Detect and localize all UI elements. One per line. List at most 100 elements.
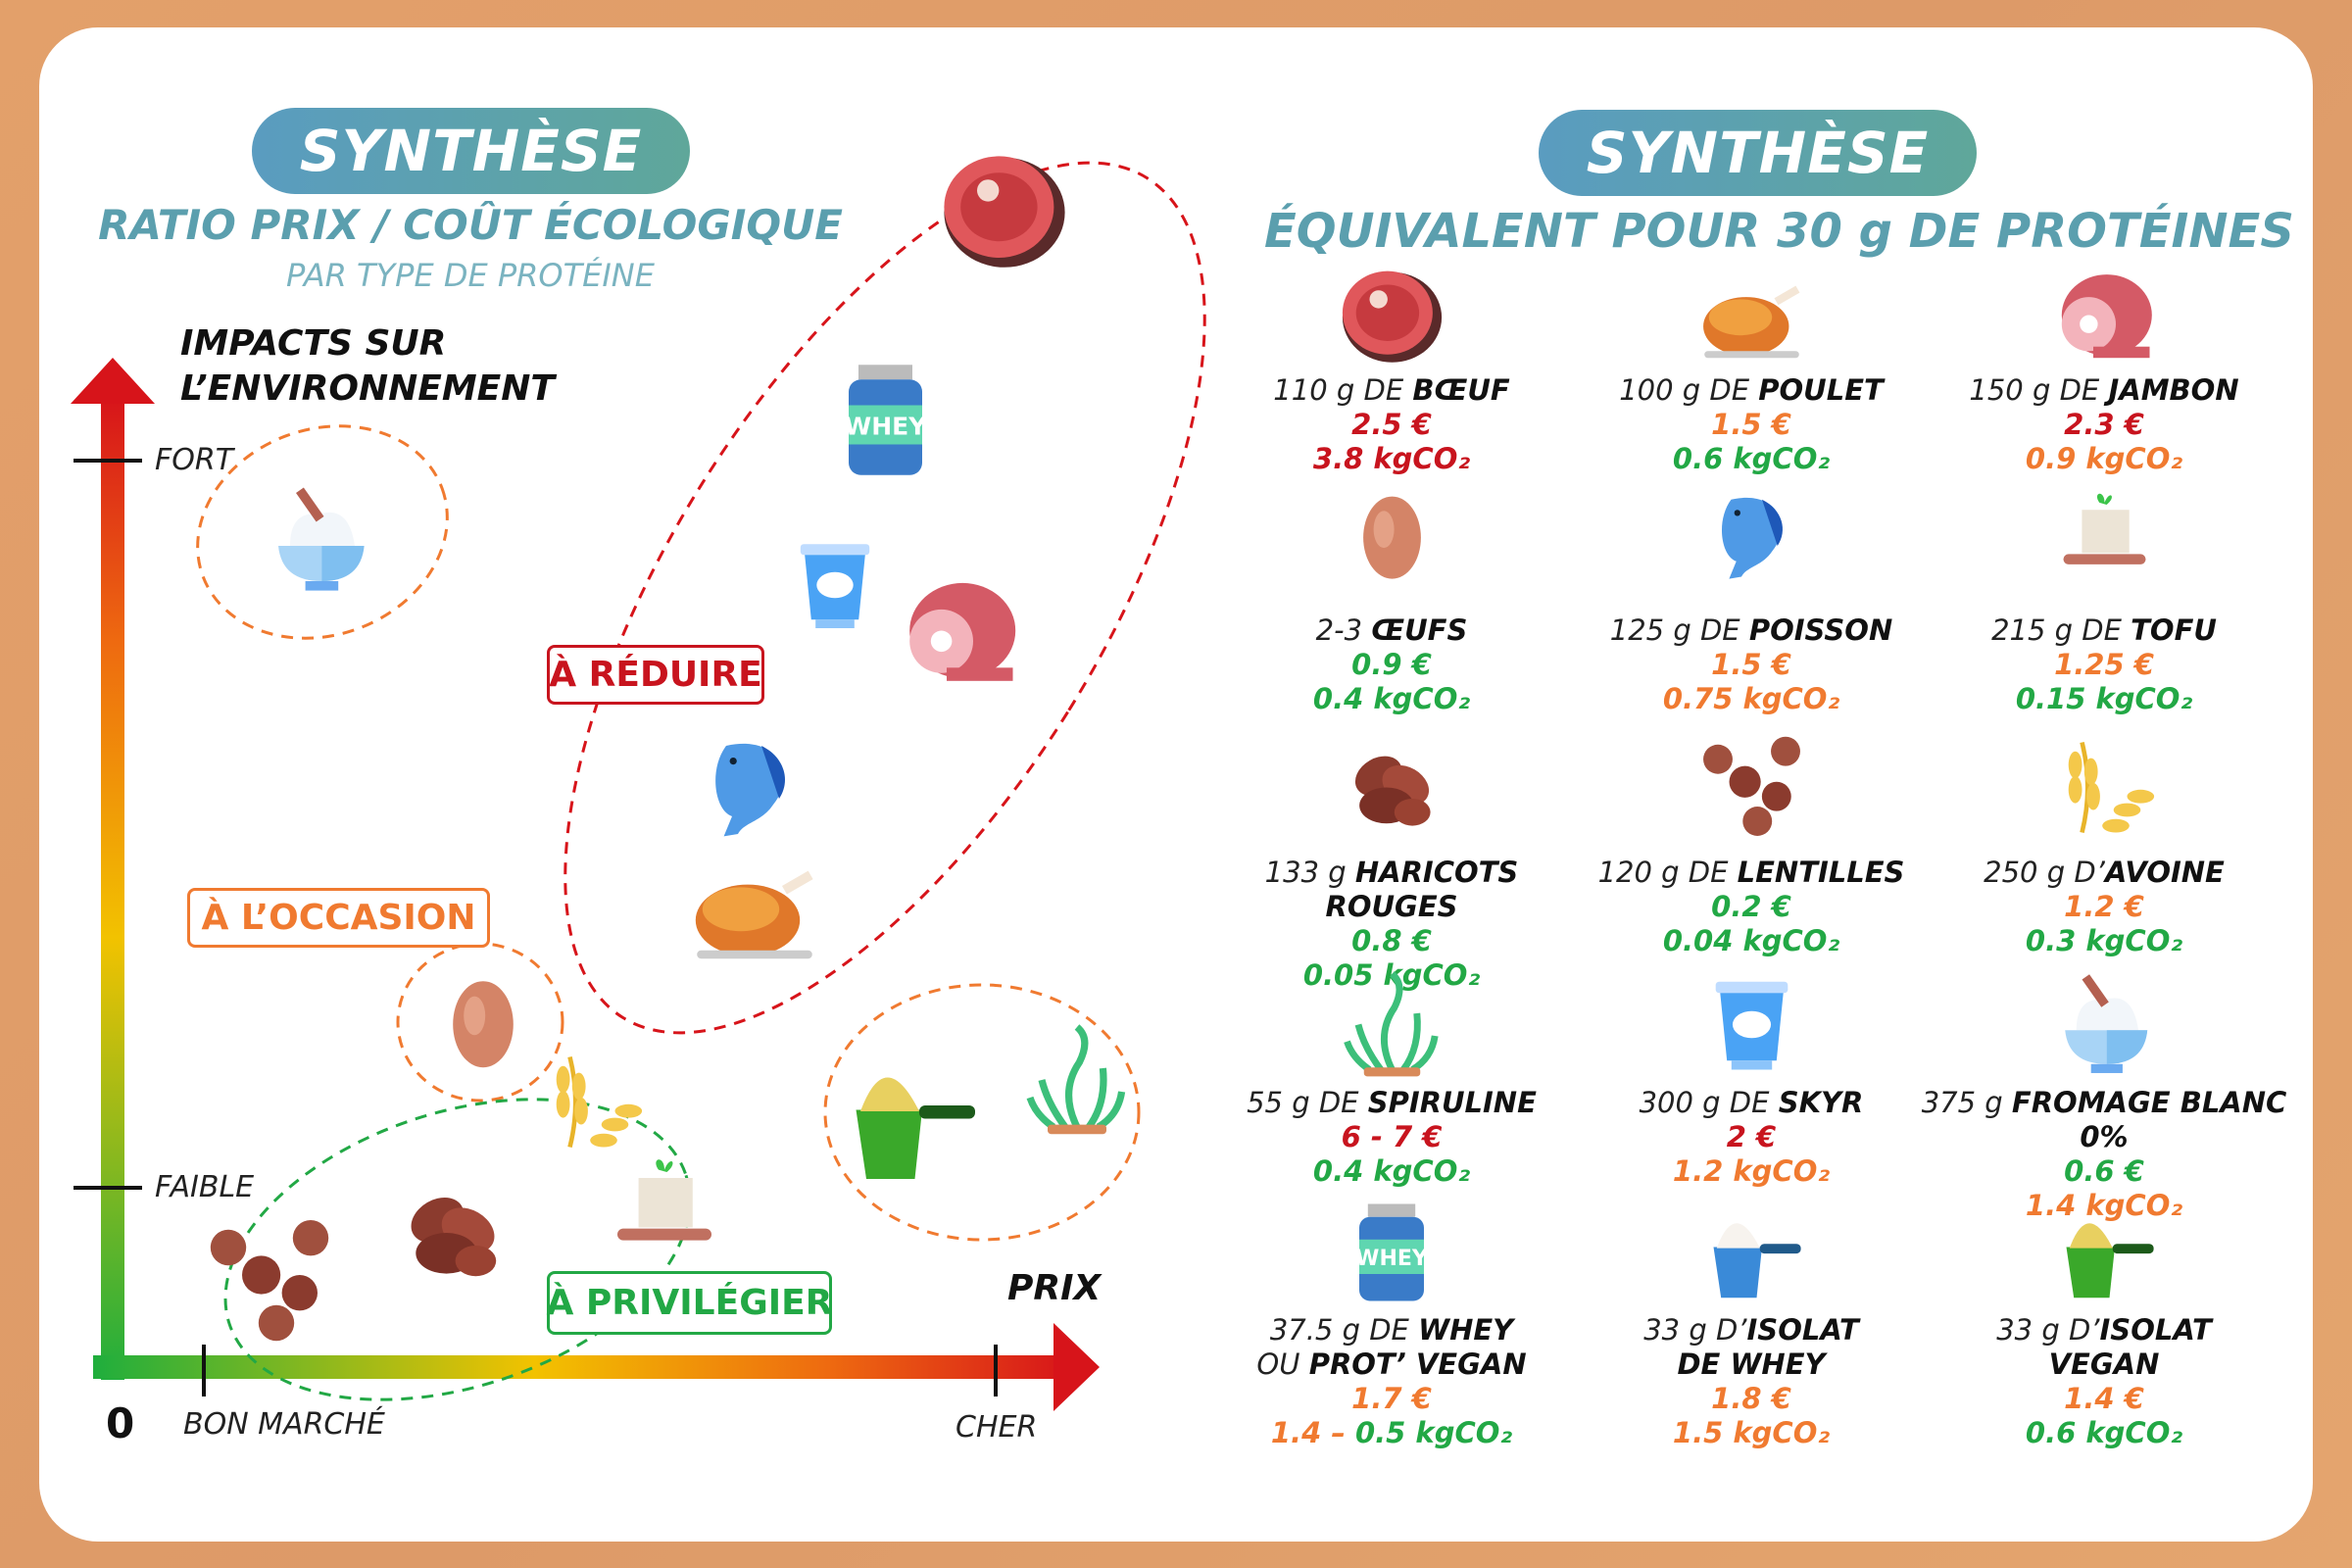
ham-icon — [894, 564, 1026, 697]
item-quantity: OU — [1256, 1348, 1309, 1381]
item-food-name: ISOLAT — [2099, 1313, 2212, 1347]
item-name-line: 37.5 g DE WHEY — [1196, 1313, 1588, 1348]
x-label-cher: CHER — [956, 1410, 1038, 1445]
y-label-faible: FAIBLE — [155, 1170, 255, 1204]
item-co2: 1.4 – 0.5 kgCO₂ — [1196, 1416, 1588, 1450]
item-quantity: 110 g DE — [1273, 373, 1413, 407]
item-co2-value: 0.15 kgCO₂ — [2015, 682, 2193, 715]
tag-a-privilegier: À PRIVILÉGIER — [547, 1271, 832, 1335]
steak-icon — [936, 141, 1073, 278]
item-quantity: 133 g — [1264, 856, 1355, 889]
item-name-line: 300 g DE SKYR — [1555, 1086, 1947, 1120]
item-price: 1.8 € — [1711, 1382, 1791, 1415]
svg-text:WHEY: WHEY — [1355, 1247, 1429, 1271]
item-co2: 0.15 kgCO₂ — [1908, 682, 2300, 716]
item-co2-value: 0.4 kgCO₂ — [1312, 1154, 1471, 1188]
fish-icon — [691, 728, 808, 846]
x-label-bon-marche: BON MARCHÉ — [183, 1407, 385, 1442]
spirulina-icon — [1336, 968, 1448, 1081]
right-title: ÉQUIVALENT POUR 30 g DE PROTÉINES — [1264, 204, 2294, 259]
infographic-card — [39, 27, 2313, 1542]
left-subtitle: PAR TYPE DE PROTÉINE — [286, 257, 655, 294]
y-axis-title-line2: L’ENVIRONNEMENT — [180, 368, 555, 409]
oat-icon — [2048, 731, 2161, 844]
item-food-name: PROT’ VEGAN — [1308, 1348, 1527, 1381]
item-co2-value: 3.8 kgCO₂ — [1312, 442, 1471, 475]
item-quantity: 120 g DE — [1597, 856, 1738, 889]
item-name-line: 250 g D’AVOINE — [1908, 856, 2300, 890]
item-price: 2.5 € — [1351, 408, 1432, 441]
item-name-line: 125 g DE POISSON — [1555, 613, 1947, 648]
item-name-line: VEGAN — [1908, 1348, 2300, 1382]
item-co2: 0.6 kgCO₂ — [1555, 442, 1947, 476]
item-food-name: BŒUF — [1412, 373, 1510, 407]
item-quantity: 125 g DE — [1609, 613, 1749, 647]
beans-icon — [1336, 731, 1448, 844]
item-quantity: 375 g — [1921, 1086, 2012, 1119]
favor-group-outline — [223, 1098, 692, 1401]
item-food-name: DE WHEY — [1677, 1348, 1826, 1381]
scoop-white-icon — [1697, 1199, 1805, 1306]
item-co2-value: 1.2 kgCO₂ — [1672, 1154, 1831, 1188]
item-quantity: 55 g DE — [1247, 1086, 1368, 1119]
item-co2-value: 1.4 kgCO₂ — [2025, 1189, 2183, 1222]
item-co2: 1.5 kgCO₂ — [1555, 1416, 1947, 1450]
item-food-name: VEGAN — [2048, 1348, 2160, 1381]
item-price: 1.5 € — [1711, 648, 1791, 681]
lentils-icon — [201, 1213, 338, 1350]
item-price: 0.8 € — [1351, 924, 1432, 957]
item-food-name: ISOLAT — [1746, 1313, 1859, 1347]
y-axis-title-line1: IMPACTS SUR — [180, 323, 447, 364]
item-food-name: JAMBON — [2108, 373, 2239, 407]
item-co2-value: 0.75 kgCO₂ — [1662, 682, 1840, 715]
item-name-line: 110 g DE BŒUF — [1196, 373, 1588, 408]
item-co2: 1.4 kgCO₂ — [1908, 1189, 2300, 1223]
item-price: 6 - 7 € — [1341, 1120, 1443, 1153]
y-label-fort: FORT — [155, 443, 234, 477]
item-name-line: 33 g D’ISOLAT — [1555, 1313, 1947, 1348]
item-name-line: 215 g DE TOFU — [1908, 613, 2300, 648]
lentils-icon — [1695, 731, 1808, 844]
item-food-name: POULET — [1758, 373, 1884, 407]
item-price: 1.5 € — [1711, 408, 1791, 441]
fromage-group-outline — [196, 424, 449, 640]
right-synthese-pill: SYNTHÈSE — [1539, 110, 1977, 196]
fish-icon — [1700, 484, 1803, 587]
ham-icon — [2048, 259, 2161, 371]
skyr-icon — [781, 531, 889, 639]
item-name-line: 33 g D’ISOLAT — [1908, 1313, 2300, 1348]
egg-icon — [429, 968, 537, 1076]
item-quantity: 33 g D’ — [1643, 1313, 1747, 1347]
item-co2-value: 0.4 kgCO₂ — [1312, 682, 1471, 715]
item-name-line: 55 g DE SPIRULINE — [1196, 1086, 1588, 1120]
tag-a-reduire: À RÉDUIRE — [547, 645, 764, 705]
item-co2: 0.75 kgCO₂ — [1555, 682, 1947, 716]
oat-icon — [536, 1046, 649, 1158]
steak-icon — [1336, 259, 1448, 371]
item-food-name: LENTILLES — [1737, 856, 1905, 889]
item-co2: 0.4 kgCO₂ — [1196, 1154, 1588, 1189]
protein-item: 375 g FROMAGE BLANC 0%0.6 €1.4 kgCO₂ — [1908, 1086, 2300, 1223]
tag-a-l-occasion: À L’OCCASION — [187, 888, 490, 948]
item-price: 2 € — [1726, 1120, 1777, 1153]
item-price: 0.2 € — [1711, 890, 1791, 923]
item-co2-value: 0.3 kgCO₂ — [2025, 924, 2183, 957]
origin-label: 0 — [106, 1399, 135, 1447]
item-food-name: HARICOTS ROUGES — [1325, 856, 1519, 923]
item-quantity: 37.5 g DE — [1269, 1313, 1419, 1347]
left-synthese-pill: SYNTHÈSE — [252, 108, 690, 194]
item-quantity: 33 g D’ — [1996, 1313, 2100, 1347]
item-co2: 1.2 kgCO₂ — [1555, 1154, 1947, 1189]
item-co2-value: 0.9 kgCO₂ — [2025, 442, 2183, 475]
fromage-icon — [261, 481, 378, 599]
item-food-name: TOFU — [2131, 613, 2217, 647]
left-title: RATIO PRIX / COÛT ÉCOLOGIQUE — [98, 201, 843, 249]
x-axis-title: PRIX — [1007, 1268, 1102, 1308]
item-price: 1.2 € — [2064, 890, 2144, 923]
whey-icon: WHEY — [824, 359, 947, 481]
item-price: 1.7 € — [1351, 1382, 1432, 1415]
